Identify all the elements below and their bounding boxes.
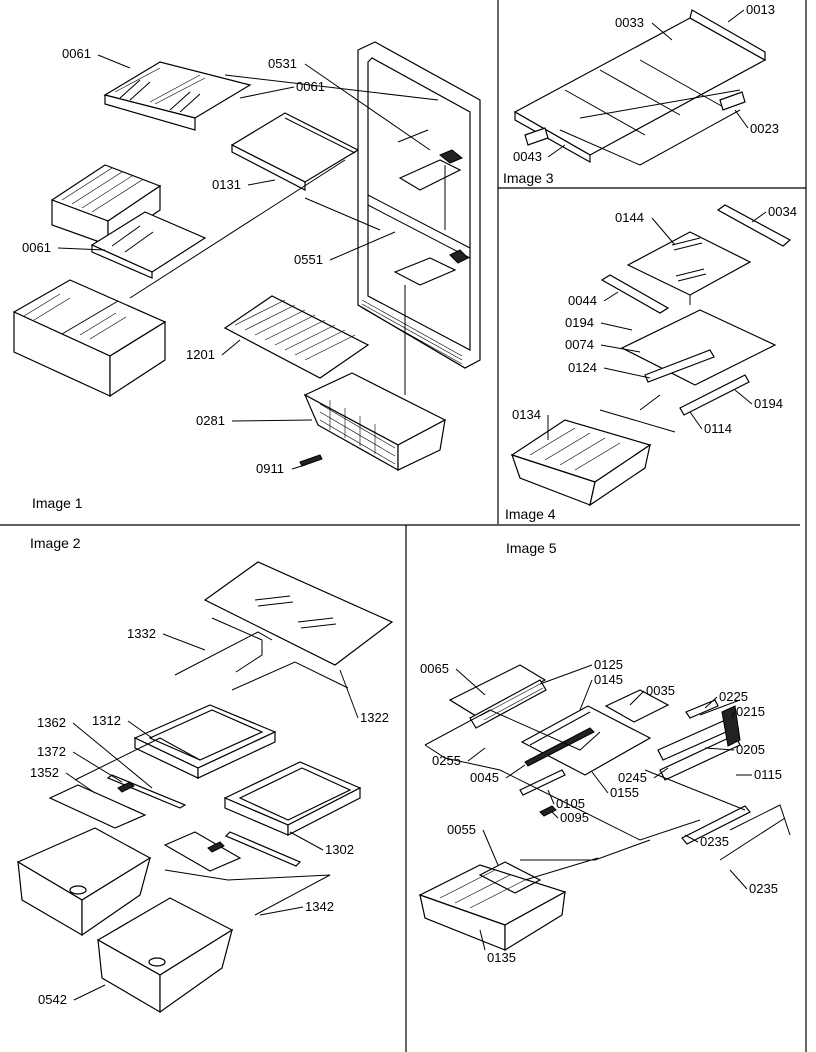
- label-0061-lower: 0061: [22, 240, 51, 255]
- label-1362: 1362: [37, 715, 66, 730]
- label-0061-top: 0061: [62, 46, 91, 61]
- label-0245: 0245: [618, 770, 647, 785]
- label-0125: 0125: [594, 657, 623, 672]
- label-0035: 0035: [646, 683, 675, 698]
- label-0095: 0095: [560, 810, 589, 825]
- image1-caption: Image 1: [32, 495, 83, 511]
- image1-labels: 0061 0061 0061 0531 0131 0551 1201 0281 …: [22, 46, 431, 511]
- label-0205: 0205: [736, 742, 765, 757]
- label-0281: 0281: [196, 413, 225, 428]
- image4-drawing: [510, 204, 792, 507]
- label-1312: 1312: [92, 713, 121, 728]
- label-0045: 0045: [470, 770, 499, 785]
- label-0135: 0135: [487, 950, 516, 965]
- label-0155: 0155: [610, 785, 639, 800]
- label-0115: 0115: [754, 767, 782, 782]
- label-0044: 0044: [568, 293, 597, 308]
- label-0531: 0531: [268, 56, 297, 71]
- label-0144: 0144: [615, 210, 644, 225]
- image4-caption: Image 4: [505, 506, 556, 522]
- image2-labels: 1332 1322 1362 1312 1372 1352 1302 1342 …: [30, 535, 389, 1007]
- label-0034: 0034: [768, 204, 797, 219]
- image5-labels: 0065 0125 0145 0035 0225 0215 0205 0255 …: [420, 540, 782, 965]
- label-0043: 0043: [513, 149, 542, 164]
- label-0134: 0134: [512, 407, 541, 422]
- label-0065: 0065: [420, 661, 449, 676]
- label-0124: 0124: [568, 360, 597, 375]
- image3-labels: 0033 0013 0023 0043 Image 3: [503, 2, 779, 186]
- image4-labels: 0144 0034 0044 0194 0074 0124 0194 0134 …: [505, 204, 797, 522]
- label-0194-bottom: 0194: [754, 396, 783, 411]
- label-0225: 0225: [719, 689, 748, 704]
- label-1201: 1201: [186, 347, 215, 362]
- label-1342: 1342: [305, 899, 334, 914]
- image3-drawing: [513, 9, 767, 166]
- label-0215: 0215: [736, 704, 765, 719]
- label-0061-right: 0061: [296, 79, 325, 94]
- label-1302: 1302: [325, 842, 354, 857]
- label-0013: 0013: [746, 2, 775, 17]
- image2-drawing: [16, 561, 394, 1014]
- label-0055: 0055: [447, 822, 476, 837]
- image1-drawing: [12, 41, 481, 472]
- label-0194-top: 0194: [565, 315, 594, 330]
- label-0131: 0131: [212, 177, 241, 192]
- image5-drawing: [418, 664, 791, 952]
- label-0105: 0105: [556, 796, 585, 811]
- label-1332: 1332: [127, 626, 156, 641]
- label-0911: 0911: [256, 461, 284, 476]
- label-0074: 0074: [565, 337, 594, 352]
- label-0114: 0114: [704, 421, 732, 436]
- label-0033: 0033: [615, 15, 644, 30]
- label-0255: 0255: [432, 753, 461, 768]
- image2-caption: Image 2: [30, 535, 81, 551]
- label-0235-lower: 0235: [749, 881, 778, 896]
- label-0235-upper: 0235: [700, 834, 729, 849]
- label-0023: 0023: [750, 121, 779, 136]
- label-1372: 1372: [37, 744, 66, 759]
- label-0145: 0145: [594, 672, 623, 687]
- label-1352: 1352: [30, 765, 59, 780]
- label-0542: 0542: [38, 992, 67, 1007]
- image5-caption: Image 5: [506, 540, 557, 556]
- image3-caption: Image 3: [503, 170, 554, 186]
- label-0551: 0551: [294, 252, 323, 267]
- label-1322: 1322: [360, 710, 389, 725]
